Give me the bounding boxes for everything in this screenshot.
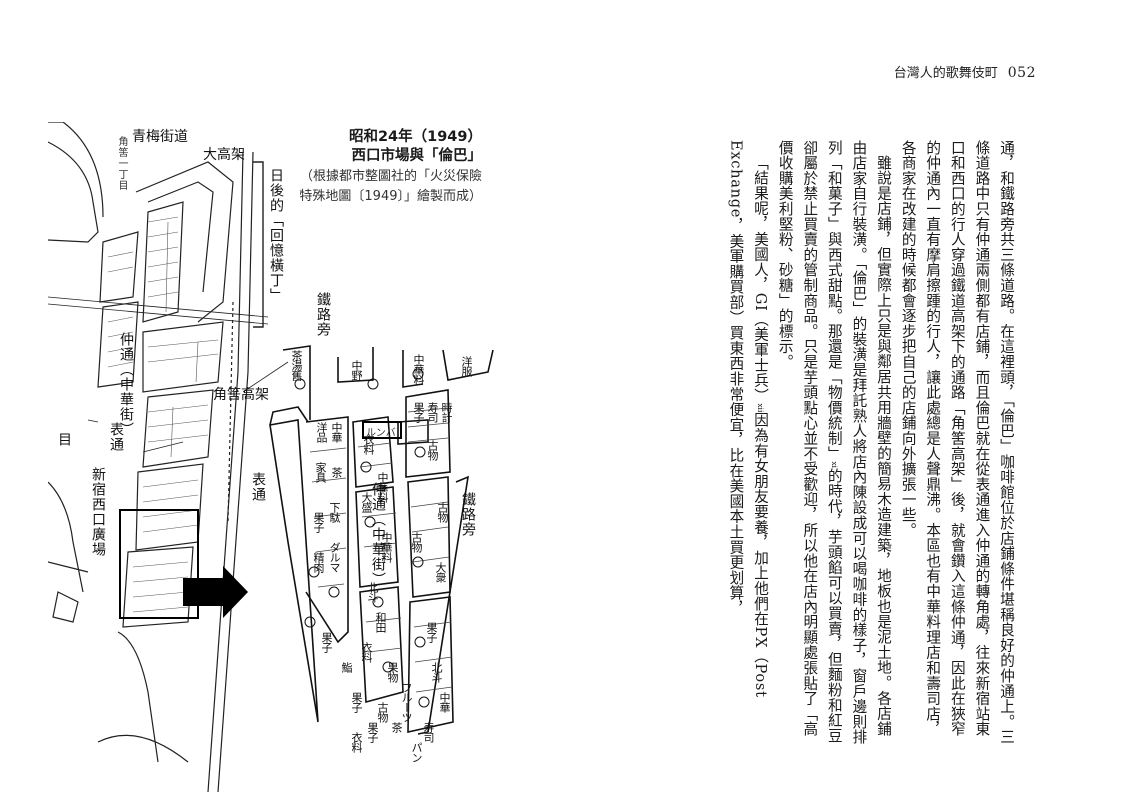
shop-label: 北斗: [366, 582, 379, 602]
shop-label: 家具: [314, 462, 327, 482]
shop-label: 古物: [410, 532, 423, 552]
endnote-marker: xii: [756, 403, 766, 413]
shop-label: 衣料: [350, 732, 363, 752]
shop-label: 果子: [366, 722, 379, 742]
figure-caption: 昭和24年（1949） 西口市場與「倫巴」 （根據都市整圖社的「火災保險 特殊地…: [292, 128, 482, 206]
label-future-yokocho: 日後的「回憶橫丁」: [268, 168, 284, 303]
body-text: 通，和鐵路旁共三條道路。在這裡頭，「倫巴」咖啡館位於店鋪條件堪稱良好的仲通上。三…: [586, 140, 1018, 750]
shop-label: 果子: [312, 512, 325, 532]
running-header: 台灣人的歌舞伎町 052: [894, 62, 1036, 81]
shop-label: 大衆: [434, 562, 447, 582]
shop-label: フルーツ: [400, 682, 413, 722]
shop-label: 果物: [386, 662, 399, 682]
paragraph-2: 雖說是店鋪，但實際上只是與鄰居共用牆壁的簡易木造建築，地板也是泥土地。各店鋪由店…: [776, 140, 893, 745]
label-kado-1chome: 角筈一丁目: [116, 136, 127, 191]
shop-label: 果子: [320, 632, 333, 652]
shop-label: 古物: [426, 440, 439, 460]
shop-label: 茶: [390, 722, 403, 732]
shop-label: 寿司: [426, 402, 439, 422]
caption-source-line2: 特殊地圖〔1949〕」繪製而成）: [299, 189, 482, 204]
shop-label: 中華: [438, 692, 451, 712]
label-nakadori-chuka: 仲通（中華街）: [118, 332, 134, 437]
shop-label: 北斗: [430, 662, 443, 682]
inset-label-rumba: ルンバ: [366, 428, 396, 439]
shop-label: 和田: [374, 612, 387, 632]
book-title: 台灣人的歌舞伎町: [893, 66, 998, 81]
shop-label: 果子: [412, 402, 425, 422]
map-figure: 青梅街道 大高架 角筈一丁目 日後的「回憶橫丁」 鐵路旁 仲通（中華街） 角筈高…: [48, 122, 498, 794]
shop-label: ダルマ: [328, 542, 341, 572]
map-drawing: [48, 122, 494, 793]
caption-source-line1: （根據都市整圖社的「火災保險: [299, 169, 482, 184]
shop-label: 精肉: [312, 552, 325, 572]
paragraph-3: 「結果呢，美國人，GI（美軍士兵）xii因為有女朋友要養，加上他們在PX（Pos…: [727, 140, 770, 698]
endnote-marker: xi: [829, 461, 839, 468]
label-shinjuku-nishiguchi: 新宿西口廣場: [90, 467, 106, 557]
shop-label: 時計: [440, 402, 453, 422]
shop-label: 寿司: [422, 722, 435, 742]
shop-label: 洋品: [315, 422, 328, 442]
shop-label: 中華料: [376, 472, 389, 502]
shop-label: 衣料: [360, 642, 373, 662]
shop-label: 中野: [350, 360, 363, 380]
shop-label: 茶湯舊: [290, 350, 303, 380]
shop-label: 鮨: [340, 662, 353, 672]
label-ome-kaido: 青梅街道: [132, 129, 188, 145]
inset-label-nakadori: 仲通（中華街）: [370, 482, 386, 587]
shop-label: 果子: [425, 622, 438, 642]
shop-label: 下駄: [328, 502, 341, 522]
label-me: 目: [56, 432, 72, 447]
shop-label: 衣料: [362, 434, 375, 454]
shop-label: 洋服: [460, 356, 473, 376]
shop-label: 大盛: [360, 492, 373, 512]
paragraph-1: 通，和鐵路旁共三條道路。在這裡頭，「倫巴」咖啡館位於店鋪條件堪稱良好的仲通上。三…: [899, 140, 1015, 745]
page-number: 052: [1007, 65, 1036, 81]
caption-title-line1: 昭和24年（1949）: [348, 129, 482, 145]
caption-title-line2: 西口市場與「倫巴」: [351, 148, 483, 164]
shop-label: 果子: [350, 692, 363, 712]
shop-label: パン: [410, 742, 423, 762]
inset-label-tetsuro-bo: 鐵路旁: [460, 492, 476, 537]
label-ookado: 大高架: [203, 147, 245, 163]
shop-label: 古物: [376, 702, 389, 722]
shop-label: 古物: [436, 502, 449, 522]
shop-label: 中華料: [412, 354, 425, 384]
shop-label: 中華: [330, 422, 343, 442]
label-omote-dori: 表通: [108, 422, 124, 452]
label-kado-koka: 角筈高架: [213, 387, 269, 403]
label-tetsuro-bo: 鐵路旁: [315, 292, 331, 337]
shop-label: 中華料: [380, 532, 393, 562]
shop-label: 茶: [330, 467, 343, 477]
inset-label-omote-dori: 表通: [250, 472, 266, 502]
